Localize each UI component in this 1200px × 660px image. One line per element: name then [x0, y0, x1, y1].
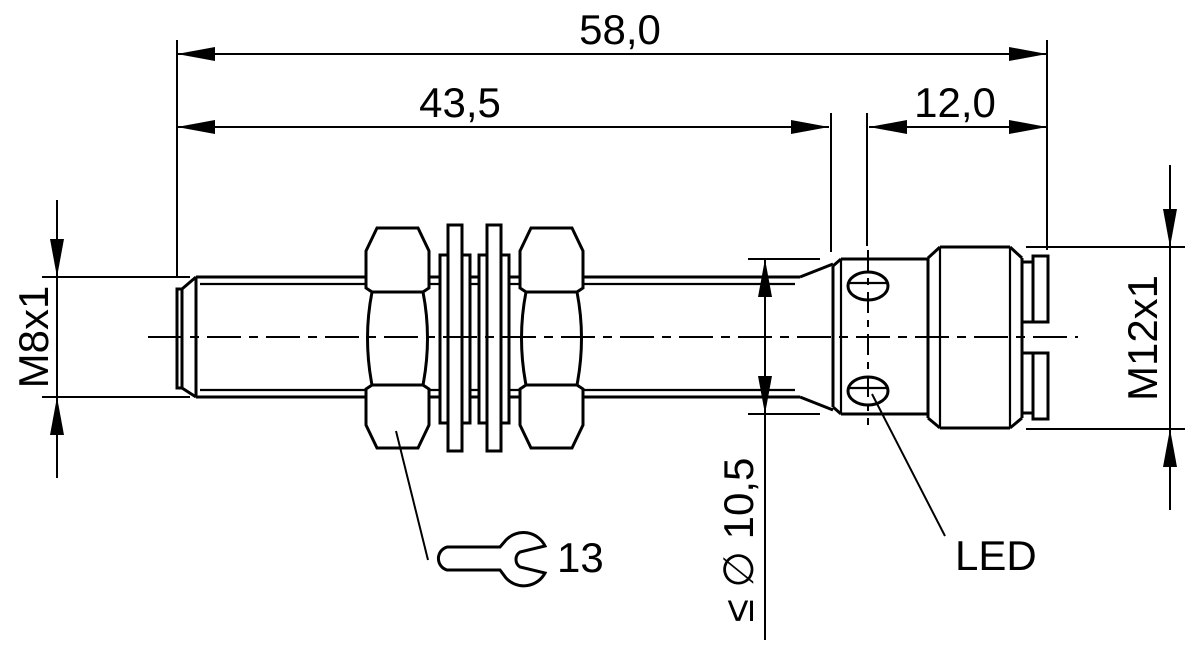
hub-chamfer-bottom-left	[927, 416, 941, 430]
taper-bottom	[799, 395, 834, 412]
connector-stub-bottom	[1031, 351, 1050, 421]
connector-stub-top	[1031, 254, 1050, 324]
arrow-m12-top	[1163, 209, 1177, 247]
arrow-body-left	[177, 120, 215, 134]
connector-thread-end	[1020, 254, 1050, 421]
led-housing	[831, 257, 928, 416]
hub-chamfer-top-right	[1008, 245, 1024, 260]
label-led: LED	[955, 532, 1037, 579]
barrel-tip-chamfer-top	[181, 275, 197, 291]
sensor-body	[148, 223, 1078, 453]
dim-text-total-length: 58,0	[579, 6, 661, 53]
arrow-m8-top	[50, 239, 64, 277]
label-wrench-size: 13	[557, 534, 604, 581]
dim-text-connector-length: 12,0	[914, 79, 996, 126]
arrow-dia-top	[758, 259, 772, 297]
housing-chamfer-top-left	[832, 257, 842, 268]
label-connector-thread: M12x1	[1119, 275, 1166, 401]
arrow-connector-left	[869, 120, 907, 134]
arrow-body-right	[791, 120, 829, 134]
arrow-dia-bottom	[758, 376, 772, 414]
barrel-tip-face	[175, 287, 184, 390]
leader-led	[871, 393, 946, 537]
barrel-tip-chamfer-bottom	[181, 386, 197, 399]
arrow-m12-bottom	[1163, 429, 1177, 467]
arrow-connector-right	[1009, 120, 1047, 134]
label-max-diameter: ≤ ∅ 10,5	[715, 458, 762, 623]
leader-wrench	[395, 430, 429, 561]
dim-text-body-length: 43,5	[419, 79, 501, 126]
label-front-thread: M8x1	[10, 286, 57, 389]
connector-step-bottom	[1020, 351, 1035, 415]
housing-chamfer-bottom-left	[832, 405, 842, 416]
arrow-total-left	[177, 47, 215, 61]
taper-top	[799, 262, 834, 279]
drawing-labels: 58,0 43,5 12,0 M8x1 M12x1 ≤ ∅ 10,5 13 LE…	[10, 6, 1166, 622]
arrow-m8-bottom	[50, 397, 64, 435]
hub-chamfer-top-left	[926, 245, 942, 260]
hub-chamfer-bottom-right	[1009, 416, 1023, 430]
arrow-total-right	[1009, 47, 1047, 61]
wrench-icon	[437, 531, 548, 588]
connector-step-top	[1020, 260, 1035, 324]
dimension-annotations	[42, 40, 1185, 640]
